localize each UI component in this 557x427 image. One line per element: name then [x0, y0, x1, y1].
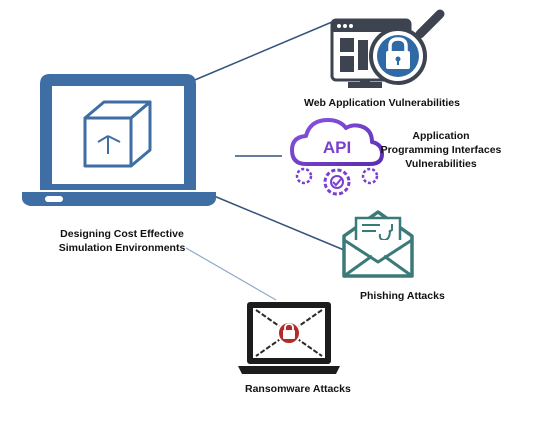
web-vulnerabilities-label: Web Application Vulnerabilities — [304, 97, 460, 109]
connector-lines — [185, 21, 345, 301]
phishing-label: Phishing Attacks — [360, 290, 445, 302]
api-cloud-gears-icon: API — [290, 118, 384, 196]
central-laptop-icon — [22, 74, 216, 206]
phishing-envelope-icon — [342, 210, 414, 278]
web-security-lock-icon — [330, 9, 445, 88]
center-title-line1: Designing Cost Effective — [60, 228, 184, 240]
wireframe-cube-icon — [83, 100, 152, 168]
ransomware-chained-laptop-icon — [238, 302, 340, 374]
api-label-line2: Programming Interfaces — [380, 143, 502, 156]
magnifier-handle — [415, 9, 445, 39]
center-title: Designing Cost Effective Simulation Envi… — [24, 228, 220, 256]
api-vulnerabilities-label: Application Programming Interfaces Vulne… — [371, 130, 511, 172]
api-label-line3: Vulnerabilities — [405, 157, 477, 170]
connector-to-web — [189, 21, 333, 83]
api-label-line1: Application — [412, 130, 470, 142]
api-icon-text: API — [323, 138, 351, 157]
ransomware-label: Ransomware Attacks — [245, 383, 351, 395]
center-title-line2: Simulation Environments — [58, 241, 186, 254]
connector-to-phishing — [213, 195, 345, 251]
connector-to-ransomware — [185, 247, 277, 301]
